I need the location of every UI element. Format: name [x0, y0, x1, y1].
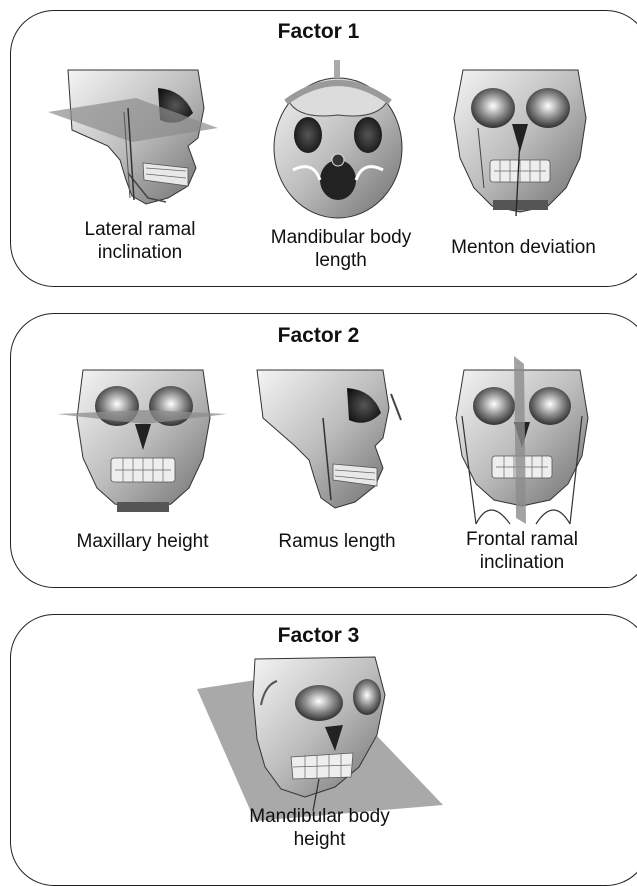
oblique-skull-plane-figure: [195, 655, 445, 825]
lateral-skull-plane-figure: [48, 68, 218, 213]
factor-1-title: Factor 1: [0, 20, 637, 44]
frontal-skull-menton-figure: [448, 68, 593, 218]
caption-maxillary-height: Maxillary height: [60, 530, 225, 553]
inferior-skull-figure: [268, 60, 408, 220]
caption-menton-deviation: Menton deviation: [436, 236, 611, 259]
lateral-skull-ramus-figure: [255, 368, 405, 518]
caption-frontal-ramal-inclination: Frontal ramal inclination: [432, 528, 612, 574]
frontal-skull-maxillary-plane-figure: [55, 368, 230, 518]
factor-3-title: Factor 3: [0, 624, 637, 648]
caption-lateral-ramal-inclination: Lateral ramal inclination: [55, 218, 225, 264]
caption-mandibular-body-height: Mandibular body height: [232, 805, 407, 851]
frontal-skull-ramal-plane-figure: [450, 356, 595, 526]
factor-2-title: Factor 2: [0, 324, 637, 348]
caption-ramus-length: Ramus length: [252, 530, 422, 553]
caption-mandibular-body-length: Mandibular body length: [256, 226, 426, 272]
